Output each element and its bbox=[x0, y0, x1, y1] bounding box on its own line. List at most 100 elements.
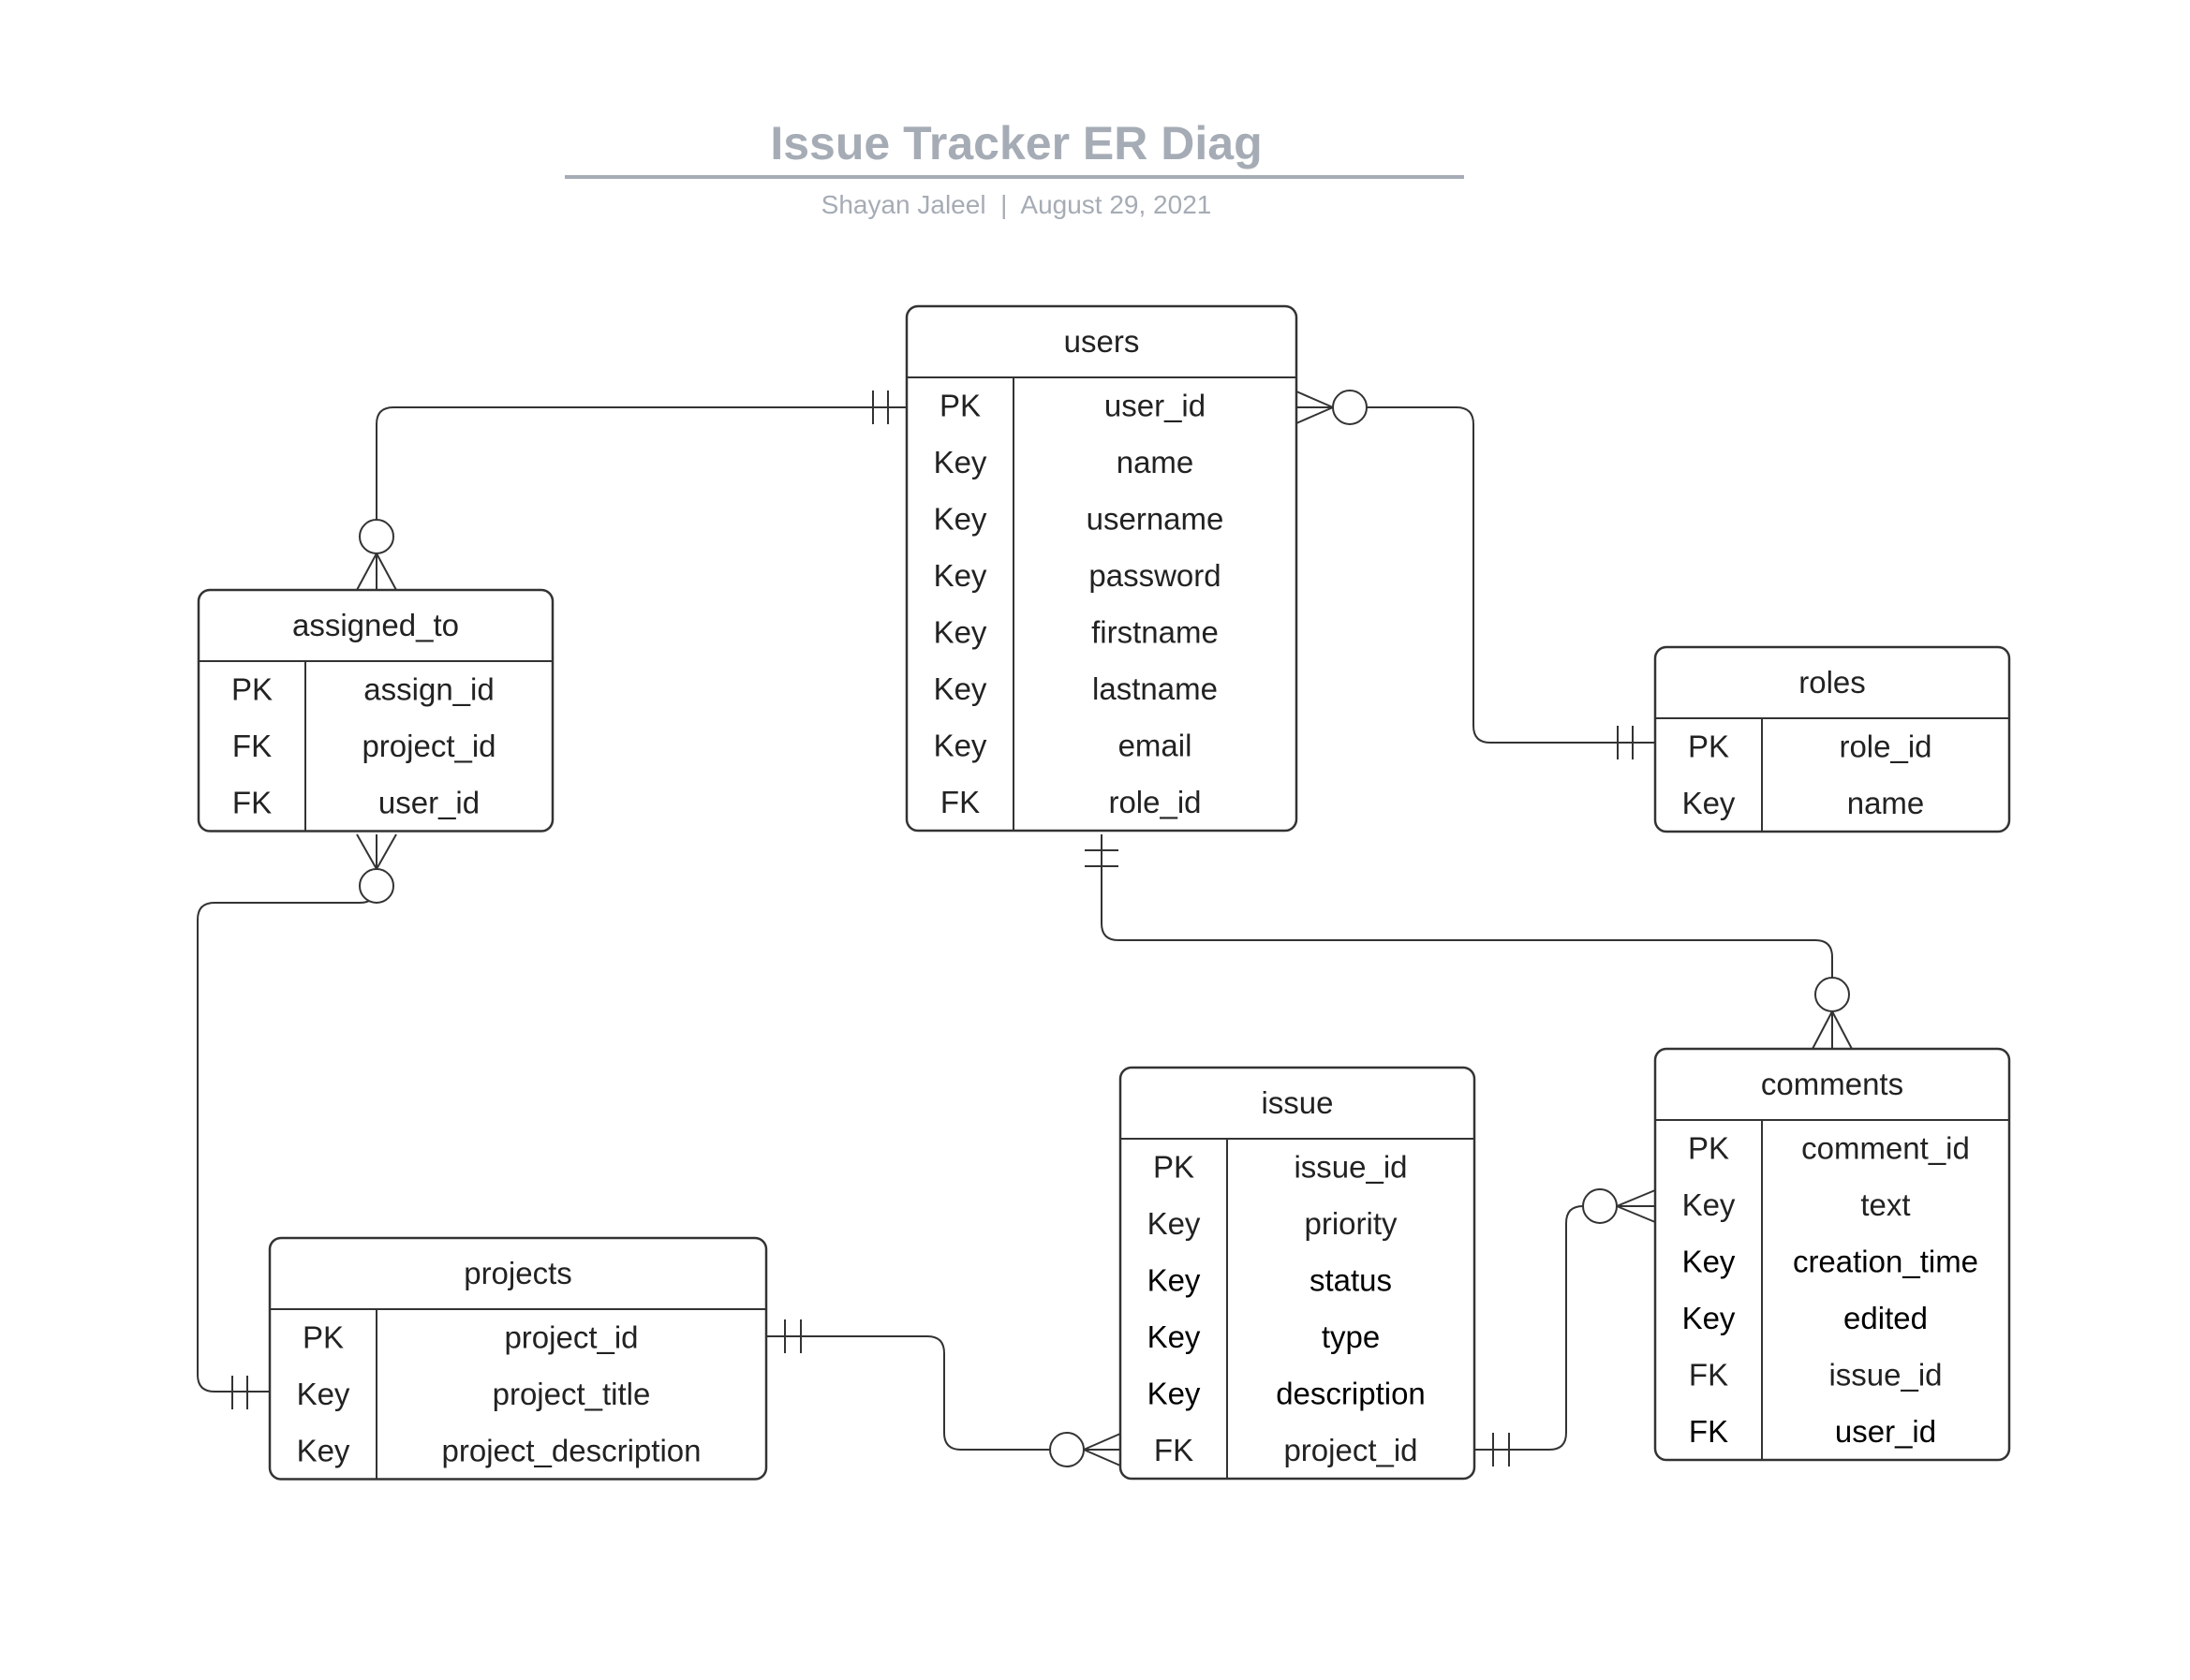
field-key: Key bbox=[1147, 1319, 1201, 1354]
field-key: PK bbox=[231, 671, 273, 706]
field-name: project_id bbox=[1283, 1433, 1417, 1467]
entity-name: assigned_to bbox=[292, 608, 459, 642]
cardinality-zero bbox=[1814, 977, 1850, 1012]
field-key: Key bbox=[934, 445, 987, 479]
field-name: project_id bbox=[362, 729, 496, 763]
cardinality-tick bbox=[1295, 391, 1334, 408]
field-key: Key bbox=[934, 671, 987, 706]
entity-box bbox=[1653, 645, 2011, 833]
field-name: firstname bbox=[1091, 614, 1219, 649]
cardinality-tick bbox=[1831, 1010, 1853, 1050]
field-name: status bbox=[1310, 1262, 1392, 1297]
field-name: issue_id bbox=[1294, 1149, 1407, 1184]
field-key: Key bbox=[934, 501, 987, 536]
field-key: Key bbox=[1682, 1301, 1736, 1335]
cardinality-zero bbox=[359, 868, 394, 904]
diagram-title: Issue Tracker ER Diag bbox=[770, 117, 1262, 169]
relationship-users-roles bbox=[1296, 406, 1655, 744]
cardinality-tick bbox=[1616, 1205, 1656, 1223]
entity-box bbox=[268, 1236, 768, 1481]
field-key: Key bbox=[934, 728, 987, 762]
field-name: project_description bbox=[442, 1433, 702, 1467]
field-key: Key bbox=[297, 1377, 350, 1411]
entity-name: issue bbox=[1261, 1085, 1333, 1120]
entity-name: users bbox=[1064, 324, 1140, 359]
field-name: project_id bbox=[504, 1319, 638, 1354]
entity-name: projects bbox=[464, 1256, 572, 1290]
field-key: PK bbox=[1688, 729, 1729, 763]
field-key: FK bbox=[232, 785, 272, 819]
field-key: Key bbox=[1682, 786, 1736, 820]
field-name: user_id bbox=[378, 785, 480, 819]
field-name: priority bbox=[1304, 1206, 1398, 1241]
relationship-users-comments bbox=[1101, 834, 1833, 1049]
field-key: PK bbox=[940, 388, 981, 422]
field-name: project_title bbox=[493, 1377, 651, 1411]
field-name: role_id bbox=[1108, 785, 1201, 819]
field-key: Key bbox=[1682, 1187, 1736, 1222]
field-key: Key bbox=[1147, 1262, 1201, 1297]
field-key: PK bbox=[1153, 1149, 1194, 1184]
entity-box bbox=[905, 304, 1298, 833]
field-name: text bbox=[1860, 1187, 1910, 1222]
field-name: description bbox=[1276, 1376, 1426, 1410]
cardinality-zero bbox=[359, 519, 394, 554]
field-key: FK bbox=[1689, 1414, 1728, 1449]
cardinality-tick bbox=[356, 553, 377, 591]
cardinality-zero bbox=[1582, 1188, 1618, 1224]
field-name: edited bbox=[1843, 1301, 1928, 1335]
entity-box bbox=[1653, 1047, 2011, 1462]
cardinality-tick bbox=[1083, 1433, 1121, 1451]
field-name: user_id bbox=[1104, 388, 1206, 422]
entity-box bbox=[197, 588, 555, 833]
field-key: Key bbox=[1682, 1244, 1736, 1278]
entity-name: comments bbox=[1761, 1067, 1903, 1101]
cardinality-zero bbox=[1049, 1432, 1085, 1467]
entity-name: roles bbox=[1798, 665, 1866, 700]
field-name: comment_id bbox=[1801, 1130, 1970, 1165]
field-key: FK bbox=[1689, 1357, 1728, 1392]
field-key: Key bbox=[934, 558, 987, 593]
cardinality-tick bbox=[376, 833, 397, 870]
cardinality-tick bbox=[1616, 1189, 1656, 1207]
cardinality-zero bbox=[1332, 390, 1368, 425]
cardinality-tick bbox=[376, 553, 397, 591]
relationship-lines bbox=[197, 390, 1853, 1467]
field-key: FK bbox=[940, 785, 980, 819]
cardinality-tick bbox=[1083, 1449, 1121, 1466]
cardinality-tick bbox=[1812, 1010, 1833, 1050]
field-name: name bbox=[1847, 786, 1925, 820]
relationship-projects-issue bbox=[766, 1335, 1120, 1451]
field-name: issue_id bbox=[1828, 1357, 1942, 1392]
field-name: user_id bbox=[1835, 1414, 1936, 1449]
entity-box bbox=[1118, 1066, 1476, 1481]
cardinality-tick bbox=[356, 833, 377, 870]
field-name: password bbox=[1088, 558, 1221, 593]
field-key: PK bbox=[1688, 1130, 1729, 1165]
field-name: name bbox=[1117, 445, 1194, 479]
field-name: lastname bbox=[1092, 671, 1218, 706]
field-name: creation_time bbox=[1793, 1244, 1978, 1278]
relationship-issue-comments bbox=[1474, 1205, 1655, 1451]
title-block: Issue Tracker ER Diag Shayan Jaleel | Au… bbox=[565, 117, 1464, 219]
field-key: PK bbox=[303, 1319, 344, 1354]
field-key: FK bbox=[1154, 1433, 1193, 1467]
field-name: assign_id bbox=[363, 671, 494, 706]
relationship-users-assigned-to bbox=[376, 406, 907, 590]
field-name: role_id bbox=[1839, 729, 1931, 763]
field-key: Key bbox=[297, 1433, 350, 1467]
field-name: type bbox=[1322, 1319, 1380, 1354]
field-name: email bbox=[1118, 728, 1192, 762]
field-name: username bbox=[1087, 501, 1224, 536]
field-key: Key bbox=[1147, 1376, 1201, 1410]
field-key: FK bbox=[232, 729, 272, 763]
diagram-subtitle: Shayan Jaleel | August 29, 2021 bbox=[821, 190, 1212, 219]
